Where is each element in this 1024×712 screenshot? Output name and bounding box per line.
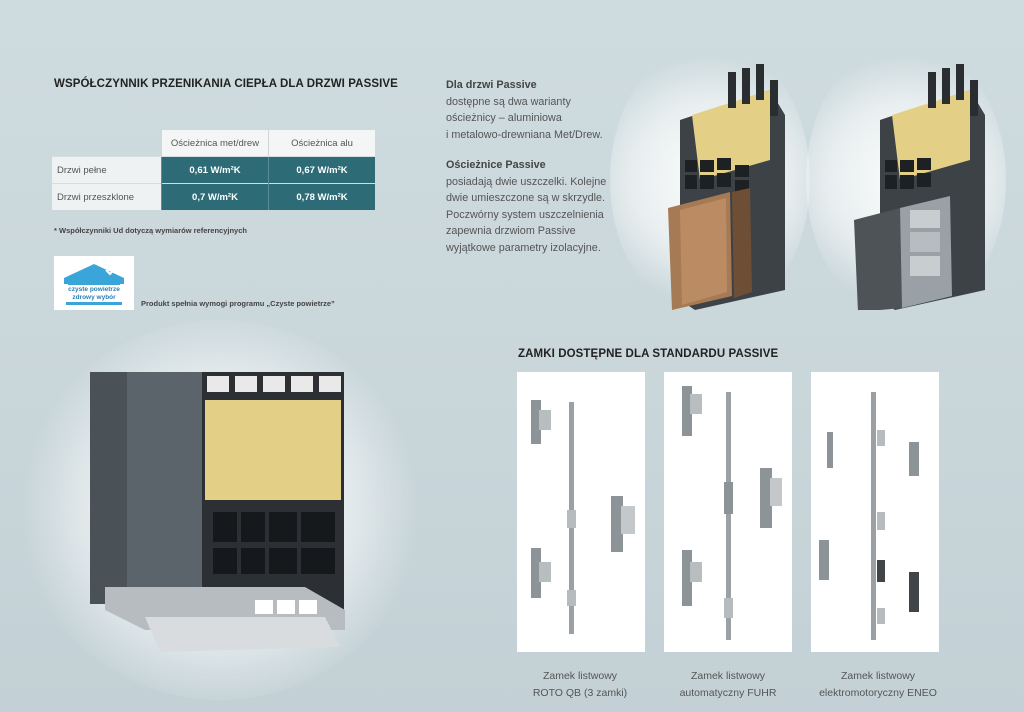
- table-cell: 0,78 W/m²K: [268, 183, 375, 210]
- locks-section-title: ZAMKI DOSTĘPNE DLA STANDARDU PASSIVE: [518, 348, 779, 360]
- lock-caption-line2: automatyczny FUHR: [679, 687, 777, 699]
- lock-caption-line1: Zamek listwowy: [690, 670, 766, 682]
- heat-section-title: WSPÓŁCZYNNIK PRZENIKANIA CIEPŁA DLA DRZW…: [54, 78, 398, 90]
- row-label: Drzwi przeszklone: [52, 183, 162, 210]
- lock-card: [517, 372, 645, 652]
- frames-body-1-line: dostępne są dwa warianty: [446, 95, 571, 108]
- lock-caption-line1: Zamek listwowy: [542, 670, 618, 682]
- lock-caption: Zamek listwowy ROTO QB (3 zamki): [500, 668, 660, 702]
- table-cell: 0,61 W/m²K: [161, 156, 269, 184]
- frames-body-1-line: i metalowo-drewniana Met/Drew.: [446, 128, 603, 141]
- frames-body-2-line: dwie umieszczone są w skrzydle.: [446, 192, 606, 204]
- table-cell: 0,67 W/m²K: [268, 156, 375, 184]
- lock-fuhr-image: [682, 386, 782, 640]
- frames-title-1: Dla drzwi Passive: [446, 79, 537, 91]
- table-row: Drzwi przeszklone 0,7 W/m²K 0,78 W/m²K: [52, 183, 375, 210]
- heat-table: Ościeżnica met/drew Ościeżnica alu Drzwi…: [52, 130, 375, 210]
- lock-eneo-image: [819, 392, 919, 640]
- program-text: Produkt spełnia wymogi programu „Czyste …: [141, 299, 335, 308]
- frame-met-drew-image: [668, 64, 785, 310]
- frame-alu-image: [854, 64, 985, 310]
- frames-body-2-line: Poczwórny system uszczelnienia: [446, 208, 604, 221]
- table-cell: 0,7 W/m²K: [161, 183, 269, 210]
- table-row: Drzwi pełne 0,61 W/m²K 0,67 W/m²K: [52, 156, 375, 184]
- column-header: Ościeżnica met/drew: [161, 130, 269, 157]
- lock-caption-line2: elektromotoryczny ENEO: [819, 687, 937, 699]
- czyste-powietrze-logo: czyste powietrze zdrowy wybór: [54, 256, 134, 310]
- frames-body-2-line: wyjątkowe parametry izolacyjne.: [446, 241, 601, 254]
- frames-body-2-line: zapewnia drzwiom Passive: [446, 225, 576, 237]
- table-corner: [52, 130, 162, 157]
- frames-info: Dla drzwi Passive dostępne są dwa warian…: [446, 77, 636, 256]
- logo-line1: czyste powietrze: [68, 286, 120, 293]
- column-header: Ościeżnica alu: [268, 130, 375, 157]
- frames-body-1-line: ościeżnicy – aluminiowa: [446, 112, 562, 124]
- house-icon: czyste powietrze zdrowy wybór: [64, 264, 124, 305]
- lock-card: [811, 372, 939, 652]
- door-section-image: [90, 372, 345, 652]
- lock-caption-line2: ROTO QB (3 zamki): [532, 687, 628, 699]
- lock-caption: Zamek listwowy elektromotoryczny ENEO: [795, 668, 961, 702]
- lock-roto-image: [531, 400, 635, 634]
- row-label: Drzwi pełne: [52, 156, 162, 184]
- table-footnote: * Współczynniki Ud dotyczą wymiarów refe…: [54, 226, 247, 235]
- logo-line2: zdrowy wybór: [72, 294, 116, 301]
- frames-title-2: Ościeżnice Passive: [446, 159, 546, 171]
- frames-body-2-line: posiadają dwie uszczelki. Kolejne: [446, 175, 607, 188]
- lock-card: [664, 372, 792, 652]
- table-header-row: Ościeżnica met/drew Ościeżnica alu: [52, 130, 375, 157]
- lock-caption: Zamek listwowy automatyczny FUHR: [648, 668, 808, 702]
- lock-caption-line1: Zamek listwowy: [840, 670, 916, 682]
